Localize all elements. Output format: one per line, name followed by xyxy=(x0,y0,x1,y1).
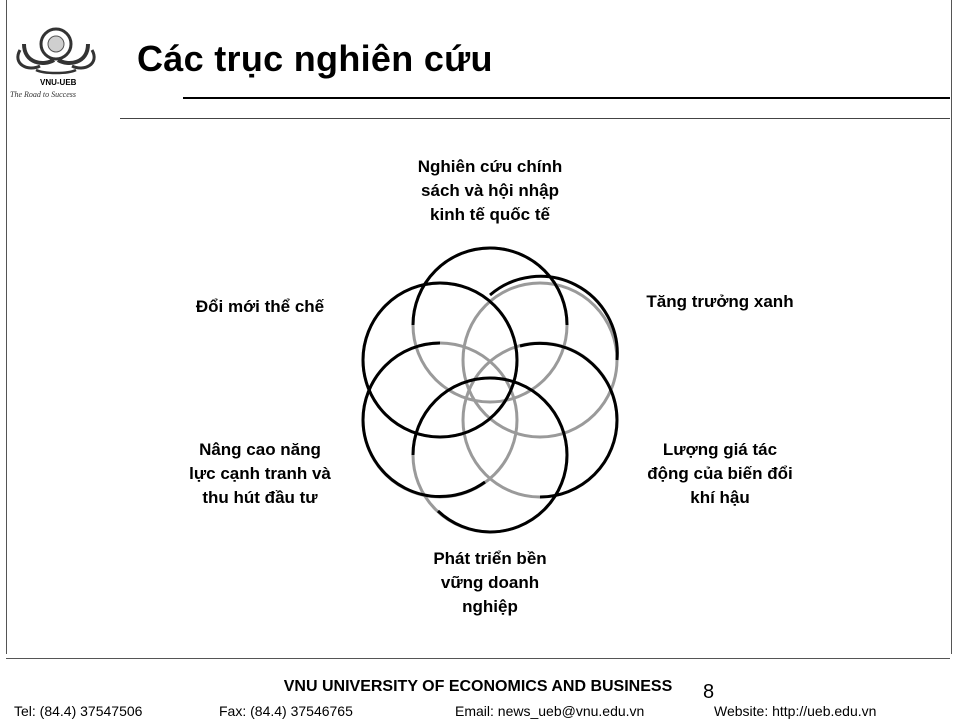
label-top-right-line-1: Tăng trưởng xanh xyxy=(646,292,794,311)
slide-page-number: 8 xyxy=(703,681,715,703)
label-bottom-right-line-3: khí hậu xyxy=(690,488,750,507)
label-top-left: Đổi mới thể chế xyxy=(170,295,350,319)
label-top-line-2: sách và hội nhập xyxy=(421,181,559,200)
circle-top-left-arc xyxy=(361,281,519,439)
logo-tagline: The Road to Success xyxy=(10,90,76,99)
label-bottom-left-line-2: lực cạnh tranh và xyxy=(189,464,331,483)
logo-emblem-icon xyxy=(16,27,96,75)
research-axes-diagram xyxy=(361,246,619,534)
circle-top-arc xyxy=(411,246,569,326)
footer-divider xyxy=(6,658,950,659)
label-bottom-line-3: nghiệp xyxy=(462,597,518,616)
label-top: Nghiên cứu chính sách và hội nhập kinh t… xyxy=(380,155,600,227)
label-bottom-line-1: Phát triển bền xyxy=(433,549,547,568)
label-bottom: Phát triển bền vững doanh nghiệp xyxy=(380,547,600,619)
label-bottom-left-line-1: Nâng cao năng xyxy=(199,440,321,459)
circle-bottom-right-arc xyxy=(519,341,619,499)
label-top-line-3: kinh tế quốc tế xyxy=(430,205,550,224)
logo-text: VNU-UEB xyxy=(40,78,77,87)
label-bottom-right-line-1: Lượng giá tác xyxy=(662,440,778,459)
circle-bottom-left-arc xyxy=(361,341,486,499)
title-underline xyxy=(183,97,950,99)
footer-fax: Fax: (84.4) 37546765 xyxy=(219,703,353,719)
label-top-left-line-1: Đổi mới thể chế xyxy=(195,297,325,316)
slide-frame xyxy=(6,0,952,654)
label-bottom-left-line-3: thu hút đầu tư xyxy=(202,488,318,507)
label-bottom-left: Nâng cao năng lực cạnh tranh và thu hút … xyxy=(150,438,370,510)
label-top-right: Tăng trưởng xanh xyxy=(620,290,820,314)
slide-title: Các trục nghiên cứu xyxy=(137,38,493,79)
circle-bottom-arc xyxy=(411,376,569,534)
footer-email: Email: news_ueb@vnu.edu.vn xyxy=(455,703,645,719)
university-logo: VNU-UEB The Road to Success xyxy=(6,20,116,120)
label-bottom-right: Lượng giá tác động của biến đổi khí hậu xyxy=(620,438,820,510)
header-divider xyxy=(120,118,950,119)
circle-top-right-arc xyxy=(489,274,619,361)
footer-tel: Tel: (84.4) 37547506 xyxy=(14,703,143,719)
label-bottom-line-2: vững doanh xyxy=(440,573,540,592)
footer-website: Website: http://ueb.edu.vn xyxy=(714,703,877,719)
footer-university-name: VNU UNIVERSITY OF ECONOMICS AND BUSINESS xyxy=(283,678,673,695)
label-top-line-1: Nghiên cứu chính xyxy=(417,157,563,176)
label-bottom-right-line-2: động của biến đổi xyxy=(647,464,793,483)
